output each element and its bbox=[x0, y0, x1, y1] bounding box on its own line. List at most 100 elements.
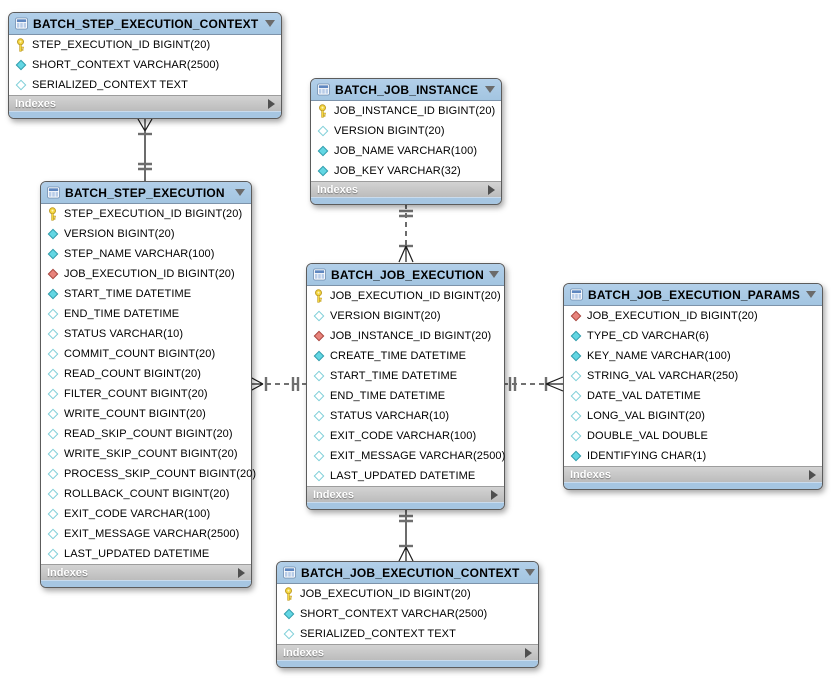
field-row-job-key[interactable]: JOB_KEY VARCHAR(32) bbox=[311, 161, 501, 181]
collapse-caret-icon[interactable] bbox=[235, 189, 245, 196]
field-row-serialized-context[interactable]: SERIALIZED_CONTEXT TEXT bbox=[277, 624, 538, 644]
field-row-version[interactable]: VERSION BIGINT(20) bbox=[41, 224, 251, 244]
table-batch-job-execution[interactable]: BATCH_JOB_EXECUTION JOB_EXECUTION_ID BIG… bbox=[306, 263, 505, 510]
field-row-write-count[interactable]: WRITE_COUNT BIGINT(20) bbox=[41, 404, 251, 424]
field-label: JOB_EXECUTION_ID BIGINT(20) bbox=[587, 310, 758, 322]
column-hollow-icon bbox=[312, 410, 325, 422]
table-batch-job-execution-params[interactable]: BATCH_JOB_EXECUTION_PARAMS JOB_EXECUTION… bbox=[563, 283, 823, 490]
collapse-caret-icon[interactable] bbox=[488, 271, 499, 278]
field-row-exit-code[interactable]: EXIT_CODE VARCHAR(100) bbox=[307, 426, 504, 446]
field-row-job-instance-id[interactable]: JOB_INSTANCE_ID BIGINT(20) bbox=[311, 101, 501, 121]
field-row-rollback-count[interactable]: ROLLBACK_COUNT BIGINT(20) bbox=[41, 484, 251, 504]
indexes-label: Indexes bbox=[283, 646, 324, 659]
table-batch-job-instance[interactable]: BATCH_JOB_INSTANCE JOB_INSTANCE_ID BIGIN… bbox=[310, 78, 502, 205]
table-header[interactable]: BATCH_JOB_EXECUTION_PARAMS bbox=[564, 284, 822, 306]
field-row-short-context[interactable]: SHORT_CONTEXT VARCHAR(2500) bbox=[277, 604, 538, 624]
field-row-create-time[interactable]: CREATE_TIME DATETIME bbox=[307, 346, 504, 366]
expand-arrow-icon bbox=[525, 647, 532, 658]
field-label: SERIALIZED_CONTEXT TEXT bbox=[32, 79, 188, 91]
field-row-step-execution-id[interactable]: STEP_EXECUTION_ID BIGINT(20) bbox=[41, 204, 251, 224]
field-row-version[interactable]: VERSION BIGINT(20) bbox=[307, 306, 504, 326]
field-row-exit-message[interactable]: EXIT_MESSAGE VARCHAR(2500) bbox=[41, 524, 251, 544]
field-label: JOB_NAME VARCHAR(100) bbox=[334, 145, 478, 157]
indexes-row[interactable]: Indexes bbox=[41, 564, 251, 580]
field-row-read-skip-count[interactable]: READ_SKIP_COUNT BIGINT(20) bbox=[41, 424, 251, 444]
field-row-process-skip-count[interactable]: PROCESS_SKIP_COUNT BIGINT(20) bbox=[41, 464, 256, 484]
indexes-row[interactable]: Indexes bbox=[277, 644, 538, 660]
field-row-end-time[interactable]: END_TIME DATETIME bbox=[41, 304, 251, 324]
relationship-step-execution-job-execution[interactable] bbox=[249, 376, 306, 392]
table-header[interactable]: BATCH_STEP_EXECUTION bbox=[41, 182, 251, 204]
collapse-caret-icon[interactable] bbox=[265, 20, 275, 27]
field-row-date-val[interactable]: DATE_VAL DATETIME bbox=[564, 386, 822, 406]
table-header[interactable]: BATCH_JOB_EXECUTION_CONTEXT bbox=[277, 562, 538, 584]
field-row-start-time[interactable]: START_TIME DATETIME bbox=[307, 366, 504, 386]
field-row-exit-message[interactable]: EXIT_MESSAGE VARCHAR(2500) bbox=[307, 446, 506, 466]
field-row-job-execution-id[interactable]: JOB_EXECUTION_ID BIGINT(20) bbox=[307, 286, 504, 306]
relationship-step-execution-context-step-execution[interactable] bbox=[137, 118, 153, 182]
field-row-version[interactable]: VERSION BIGINT(20) bbox=[311, 121, 501, 141]
column-filled-icon bbox=[46, 288, 59, 300]
field-row-serialized-context[interactable]: SERIALIZED_CONTEXT TEXT bbox=[9, 75, 281, 95]
field-label: SERIALIZED_CONTEXT TEXT bbox=[300, 628, 456, 640]
field-row-step-name[interactable]: STEP_NAME VARCHAR(100) bbox=[41, 244, 251, 264]
field-row-double-val[interactable]: DOUBLE_VAL DOUBLE bbox=[564, 426, 822, 446]
relationship-job-execution-job-execution-context[interactable] bbox=[398, 508, 414, 562]
column-filled-icon bbox=[46, 228, 59, 240]
field-label: EXIT_MESSAGE VARCHAR(2500) bbox=[330, 450, 506, 462]
column-hollow-icon bbox=[282, 628, 295, 640]
field-row-key-name[interactable]: KEY_NAME VARCHAR(100) bbox=[564, 346, 822, 366]
primary-key-icon bbox=[46, 207, 59, 221]
field-row-commit-count[interactable]: COMMIT_COUNT BIGINT(20) bbox=[41, 344, 251, 364]
field-row-job-name[interactable]: JOB_NAME VARCHAR(100) bbox=[311, 141, 501, 161]
field-row-status[interactable]: STATUS VARCHAR(10) bbox=[307, 406, 504, 426]
field-label: VERSION BIGINT(20) bbox=[330, 310, 441, 322]
field-row-job-execution-id[interactable]: JOB_EXECUTION_ID BIGINT(20) bbox=[277, 584, 538, 604]
relationship-job-execution-job-execution-params[interactable] bbox=[503, 376, 564, 392]
expand-arrow-icon bbox=[238, 567, 245, 578]
field-row-exit-code[interactable]: EXIT_CODE VARCHAR(100) bbox=[41, 504, 251, 524]
field-row-last-updated[interactable]: LAST_UPDATED DATETIME bbox=[307, 466, 504, 486]
column-hollow-icon bbox=[312, 450, 325, 462]
field-row-long-val[interactable]: LONG_VAL BIGINT(20) bbox=[564, 406, 822, 426]
relationship-job-instance-job-execution[interactable] bbox=[398, 204, 414, 263]
indexes-row[interactable]: Indexes bbox=[9, 95, 281, 111]
field-label: STATUS VARCHAR(10) bbox=[330, 410, 450, 422]
column-filled-icon bbox=[569, 450, 582, 462]
table-header[interactable]: BATCH_STEP_EXECUTION_CONTEXT bbox=[9, 13, 281, 35]
collapse-caret-icon[interactable] bbox=[485, 86, 495, 93]
field-row-job-execution-id[interactable]: JOB_EXECUTION_ID BIGINT(20) bbox=[564, 306, 822, 326]
collapse-caret-icon[interactable] bbox=[806, 291, 816, 298]
field-row-step-execution-id[interactable]: STEP_EXECUTION_ID BIGINT(20) bbox=[9, 35, 281, 55]
table-bottom-strip bbox=[9, 111, 281, 118]
field-row-identifying[interactable]: IDENTIFYING CHAR(1) bbox=[564, 446, 822, 466]
collapse-caret-icon[interactable] bbox=[524, 569, 535, 576]
table-icon bbox=[283, 566, 296, 579]
foreign-key-icon bbox=[312, 330, 325, 342]
indexes-row[interactable]: Indexes bbox=[307, 486, 504, 502]
table-batch-step-execution-context[interactable]: BATCH_STEP_EXECUTION_CONTEXT STEP_EXECUT… bbox=[8, 12, 282, 119]
field-row-end-time[interactable]: END_TIME DATETIME bbox=[307, 386, 504, 406]
indexes-label: Indexes bbox=[570, 468, 611, 481]
field-row-string-val[interactable]: STRING_VAL VARCHAR(250) bbox=[564, 366, 822, 386]
indexes-row[interactable]: Indexes bbox=[564, 466, 822, 482]
field-row-short-context[interactable]: SHORT_CONTEXT VARCHAR(2500) bbox=[9, 55, 281, 75]
table-batch-job-execution-context[interactable]: BATCH_JOB_EXECUTION_CONTEXT JOB_EXECUTIO… bbox=[276, 561, 539, 668]
field-row-type-cd[interactable]: TYPE_CD VARCHAR(6) bbox=[564, 326, 822, 346]
table-header[interactable]: BATCH_JOB_INSTANCE bbox=[311, 79, 501, 101]
column-filled-icon bbox=[312, 350, 325, 362]
field-row-job-execution-id[interactable]: JOB_EXECUTION_ID BIGINT(20) bbox=[41, 264, 251, 284]
table-batch-step-execution[interactable]: BATCH_STEP_EXECUTION STEP_EXECUTION_ID B… bbox=[40, 181, 256, 588]
field-row-status[interactable]: STATUS VARCHAR(10) bbox=[41, 324, 251, 344]
field-row-start-time[interactable]: START_TIME DATETIME bbox=[41, 284, 251, 304]
field-row-filter-count[interactable]: FILTER_COUNT BIGINT(20) bbox=[41, 384, 251, 404]
field-row-job-instance-id[interactable]: JOB_INSTANCE_ID BIGINT(20) bbox=[307, 326, 504, 346]
field-row-last-updated[interactable]: LAST_UPDATED DATETIME bbox=[41, 544, 251, 564]
table-header[interactable]: BATCH_JOB_EXECUTION bbox=[307, 264, 504, 286]
field-label: IDENTIFYING CHAR(1) bbox=[587, 450, 707, 462]
indexes-row[interactable]: Indexes bbox=[311, 181, 501, 197]
field-row-read-count[interactable]: READ_COUNT BIGINT(20) bbox=[41, 364, 251, 384]
field-row-write-skip-count[interactable]: WRITE_SKIP_COUNT BIGINT(20) bbox=[41, 444, 251, 464]
field-label: LONG_VAL BIGINT(20) bbox=[587, 410, 706, 422]
column-hollow-icon bbox=[569, 430, 582, 442]
